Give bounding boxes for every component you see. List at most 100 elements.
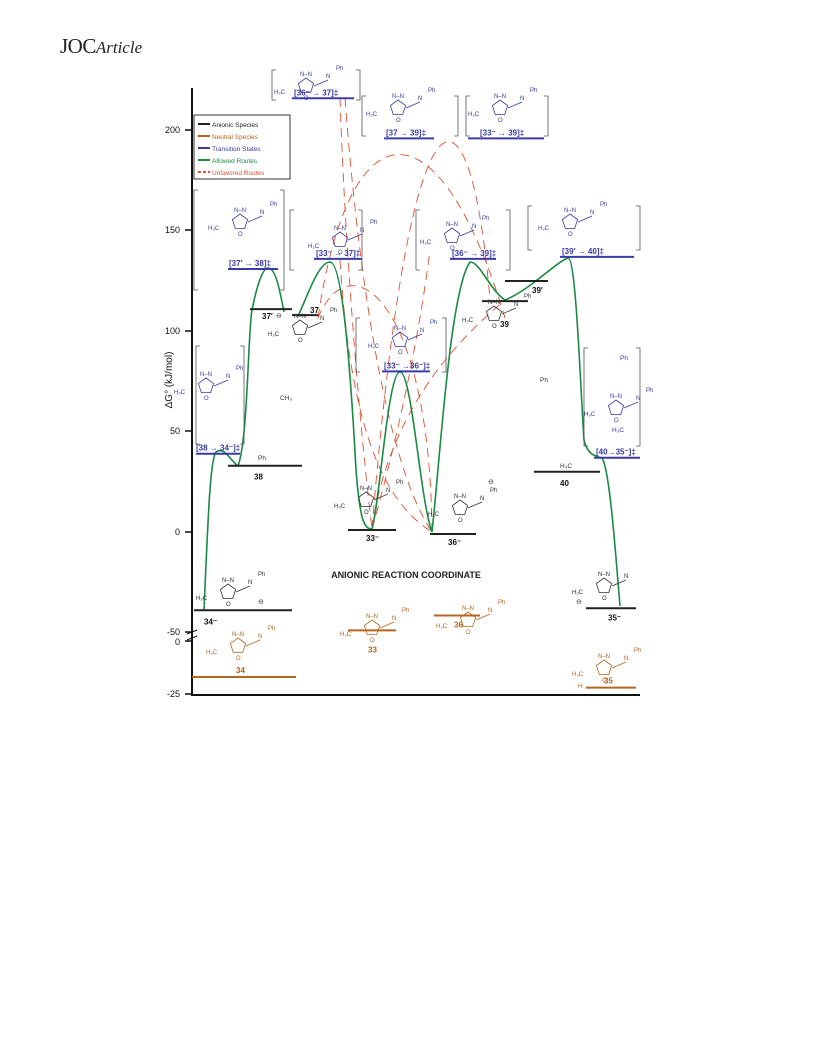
atom-label: Ph (620, 355, 628, 362)
bond (235, 585, 251, 593)
atom-label: N–N (564, 208, 576, 214)
y-tick-label: 50 (170, 426, 180, 436)
charge-symbol: ⊖ (258, 599, 264, 606)
bond (623, 401, 639, 409)
ring-structure (231, 213, 249, 229)
atom-label: H₃C (208, 226, 220, 232)
bond (245, 639, 261, 647)
y-tick-label: 0 (175, 637, 180, 647)
legend-entry: Neutral Species (212, 134, 259, 141)
legend-entry: Transition States (212, 146, 261, 153)
bond (307, 321, 323, 329)
atom-label: N–N (200, 372, 212, 378)
charge-symbol: ⊖ (276, 313, 282, 320)
atom-label: O (614, 418, 619, 424)
bracket (527, 205, 641, 251)
atom-label: O (466, 630, 471, 636)
atom-label: Ph (490, 488, 497, 494)
anionic-level-label: 40 (560, 479, 569, 488)
ring-structure (485, 305, 503, 321)
atom-label: N (320, 316, 324, 322)
bracket (465, 95, 549, 137)
atom-label: O (602, 596, 607, 602)
atom-label: N (514, 302, 518, 308)
atom-label: Ph (370, 220, 377, 226)
ring-structure (219, 583, 237, 599)
atom-label: Ph (330, 308, 337, 314)
atom-label: Ph (524, 294, 531, 300)
anionic-level-label: 39 (500, 320, 509, 329)
bond (611, 661, 627, 669)
anionic-level-label: 37 (310, 306, 319, 315)
legend-entry: Allowed Routes (212, 158, 258, 165)
ring-structure (297, 77, 315, 93)
atom-label: N (420, 328, 424, 334)
bond (379, 621, 395, 629)
atom-label: Ph (258, 455, 266, 462)
atom-label: N–N (394, 326, 406, 332)
atom-label: N–N (454, 494, 466, 500)
atom-label: H₃C (538, 226, 550, 232)
anionic-level-label: 39′ (532, 286, 543, 295)
atom-label: H₃C (462, 318, 474, 324)
atom-label: Ph (600, 202, 607, 208)
atom-label: Ph (258, 572, 265, 578)
bond (347, 233, 363, 241)
neutral-level-label: 36 (454, 621, 463, 630)
ring-structure (607, 399, 625, 415)
transition-state-label: [39′ → 40]‡ (562, 247, 604, 256)
atom-label: O (370, 638, 375, 644)
atom-label: Ph (498, 600, 505, 606)
atom-label: N (624, 574, 628, 580)
transition-state-label: [40→35⁻]‡ (596, 448, 636, 457)
atom-label: N (226, 374, 230, 380)
charge-symbol: ⊖ (576, 599, 582, 606)
transition-state-label: [33⁻ → 39]‡ (480, 128, 524, 137)
ring-structure (451, 499, 469, 515)
y-tick-label: -25 (167, 689, 180, 699)
atom-label: N–N (334, 226, 346, 232)
atom-label: H₃C (428, 512, 440, 518)
atom-label: N–N (598, 654, 610, 660)
atom-label: N–N (610, 394, 622, 400)
atom-label: N (488, 608, 492, 614)
transition-state-label: [36⁻ → 37]‡ (294, 88, 338, 97)
atom-label: Ph (270, 202, 277, 208)
bond (405, 101, 421, 109)
anionic-level-label: 33⁻ (366, 534, 379, 543)
atom-label: H₃C (308, 244, 320, 250)
bracket (415, 209, 511, 271)
transition-state-label: [33⁻ →36⁻]‡ (384, 361, 430, 370)
bracket (583, 347, 641, 447)
bond (507, 101, 523, 109)
ring-structure (331, 231, 349, 247)
atom-label: N (480, 496, 484, 502)
section-name: Article (95, 38, 143, 57)
atom-label: Ph (336, 66, 343, 72)
journal-name: JOC (60, 34, 96, 58)
y-tick-label: -50 (167, 627, 180, 637)
atom-label: O (236, 656, 241, 662)
atom-label: O (398, 350, 403, 356)
ring-structure (197, 377, 215, 393)
atom-label: O (602, 678, 607, 684)
axis-break (186, 629, 198, 641)
atom-label: H₃C (206, 650, 218, 656)
atom-label: O (568, 232, 573, 238)
atom-label: N (326, 74, 330, 80)
atom-label: O (498, 118, 503, 124)
atom-label: H₃C (572, 590, 584, 596)
atom-label: Ph (396, 480, 403, 486)
atom-label: Ph (430, 320, 437, 326)
y-tick-label: 0 (175, 527, 180, 537)
atom-label: Ph (428, 88, 435, 94)
atom-label: H₃C (612, 427, 624, 434)
atom-label: O (364, 510, 369, 516)
journal-header: JOCArticle (60, 34, 142, 59)
atom-label: Ph (236, 366, 243, 372)
bond (373, 493, 389, 501)
atom-label: N (636, 396, 640, 402)
atom-label: H₃C (334, 504, 346, 510)
